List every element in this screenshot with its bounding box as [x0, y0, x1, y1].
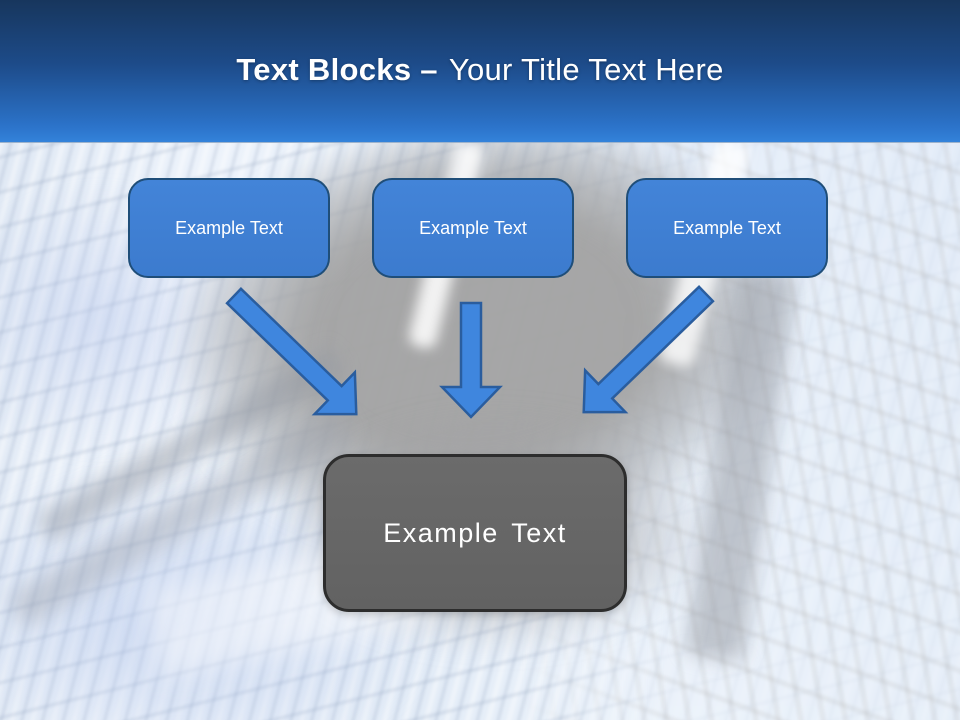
arrow-down-right-icon	[225, 287, 358, 416]
title-bold-segment: Text Blocks –	[236, 52, 438, 87]
text-block-3-label: Example Text	[673, 217, 781, 238]
text-block-1-label: Example Text	[175, 217, 283, 238]
text-block-2: Example Text	[372, 178, 574, 278]
text-block-1: Example Text	[128, 178, 330, 278]
title-regular-segment: Your Title Text Here	[448, 52, 724, 87]
arrow-down-left-icon	[582, 285, 715, 414]
slide-header: Text Blocks – Your Title Text Here	[0, 0, 960, 143]
slide-title: Text Blocks – Your Title Text Here	[0, 0, 960, 88]
arrow-down-icon	[439, 301, 503, 419]
result-text-block: Example Text	[323, 454, 627, 612]
text-block-2-label: Example Text	[419, 217, 527, 238]
text-block-3: Example Text	[626, 178, 828, 278]
result-text-block-label: Example Text	[383, 517, 567, 548]
